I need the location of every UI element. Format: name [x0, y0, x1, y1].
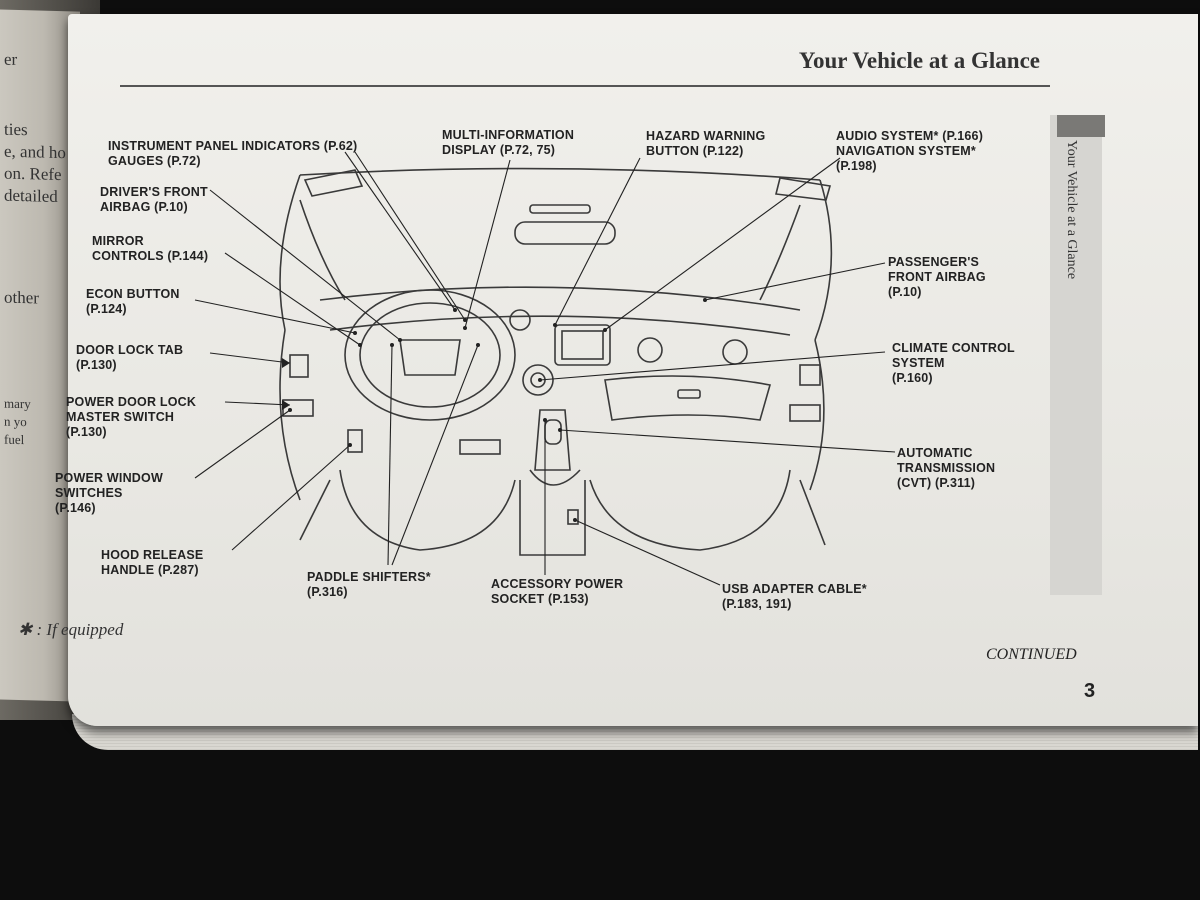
callout-audio-navigation: AUDIO SYSTEM* (P.166) NAVIGATION SYSTEM*… [836, 129, 984, 173]
dashboard-illustration [279, 167, 833, 556]
header-rule [120, 85, 1050, 87]
callout-hazard-warning: HAZARD WARNING BUTTON (P.122) [646, 129, 766, 158]
callout-hood-release: HOOD RELEASE HANDLE (P.287) [101, 548, 204, 577]
callout-paddle-shifters: PADDLE SHIFTERS* (P.316) [307, 570, 431, 599]
callout-instrument-panel: INSTRUMENT PANEL INDICATORS (P.62) GAUGE… [108, 139, 358, 168]
side-tab-marker [1057, 115, 1105, 137]
callout-automatic-transmission: AUTOMATIC TRANSMISSION (CVT) (P.311) [897, 446, 996, 490]
side-tab [1050, 115, 1102, 595]
callout-multi-information-display: MULTI-INFORMATION DISPLAY (P.72, 75) [442, 128, 575, 157]
side-tab-text: Your Vehicle at a Glance [1064, 140, 1079, 280]
page-number: 3 [1084, 680, 1096, 702]
callout-accessory-socket: ACCESSORY POWER SOCKET (P.153) [491, 577, 624, 606]
right-page [68, 14, 1198, 726]
callout-passenger-airbag: PASSENGER'S FRONT AIRBAG (P.10) [888, 255, 986, 299]
leader-arrowheads [282, 298, 707, 522]
callout-power-window: POWER WINDOW SWITCHES (P.146) [55, 471, 163, 515]
leader-lines [194, 151, 896, 586]
callout-door-lock-tab: DOOR LOCK TAB (P.130) [76, 343, 184, 372]
callout-mirror-controls: MIRROR CONTROLS (P.144) [92, 234, 209, 263]
callout-usb-adapter: USB ADAPTER CABLE* (P.183, 191) [722, 582, 867, 611]
page-title: Your Vehicle at a Glance [798, 48, 1040, 73]
footnote-if-equipped: ✱ : If equipped [18, 620, 124, 639]
callout-econ-button: ECON BUTTON (P.124) [86, 287, 180, 316]
callout-power-door-lock: POWER DOOR LOCK MASTER SWITCH (P.130) [66, 395, 197, 439]
continued-label: CONTINUED [986, 646, 1077, 663]
callout-climate-control: CLIMATE CONTROL SYSTEM (P.160) [892, 341, 1015, 385]
callout-driver-airbag: DRIVER'S FRONT AIRBAG (P.10) [100, 185, 208, 214]
